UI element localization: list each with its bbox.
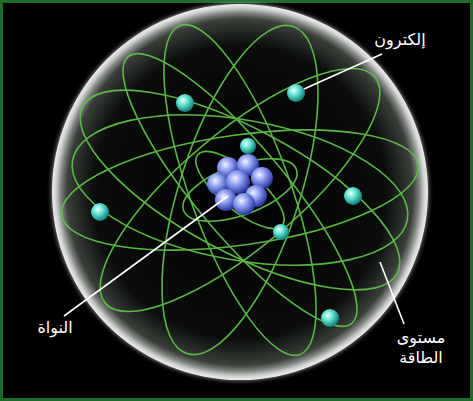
leader-lines [64,54,404,324]
part-label: إلكترون [350,30,450,50]
nucleus [207,154,273,215]
part-label: النواة [15,318,95,338]
electrons [91,84,362,327]
part-label: مستوى الطاقة [385,328,457,368]
